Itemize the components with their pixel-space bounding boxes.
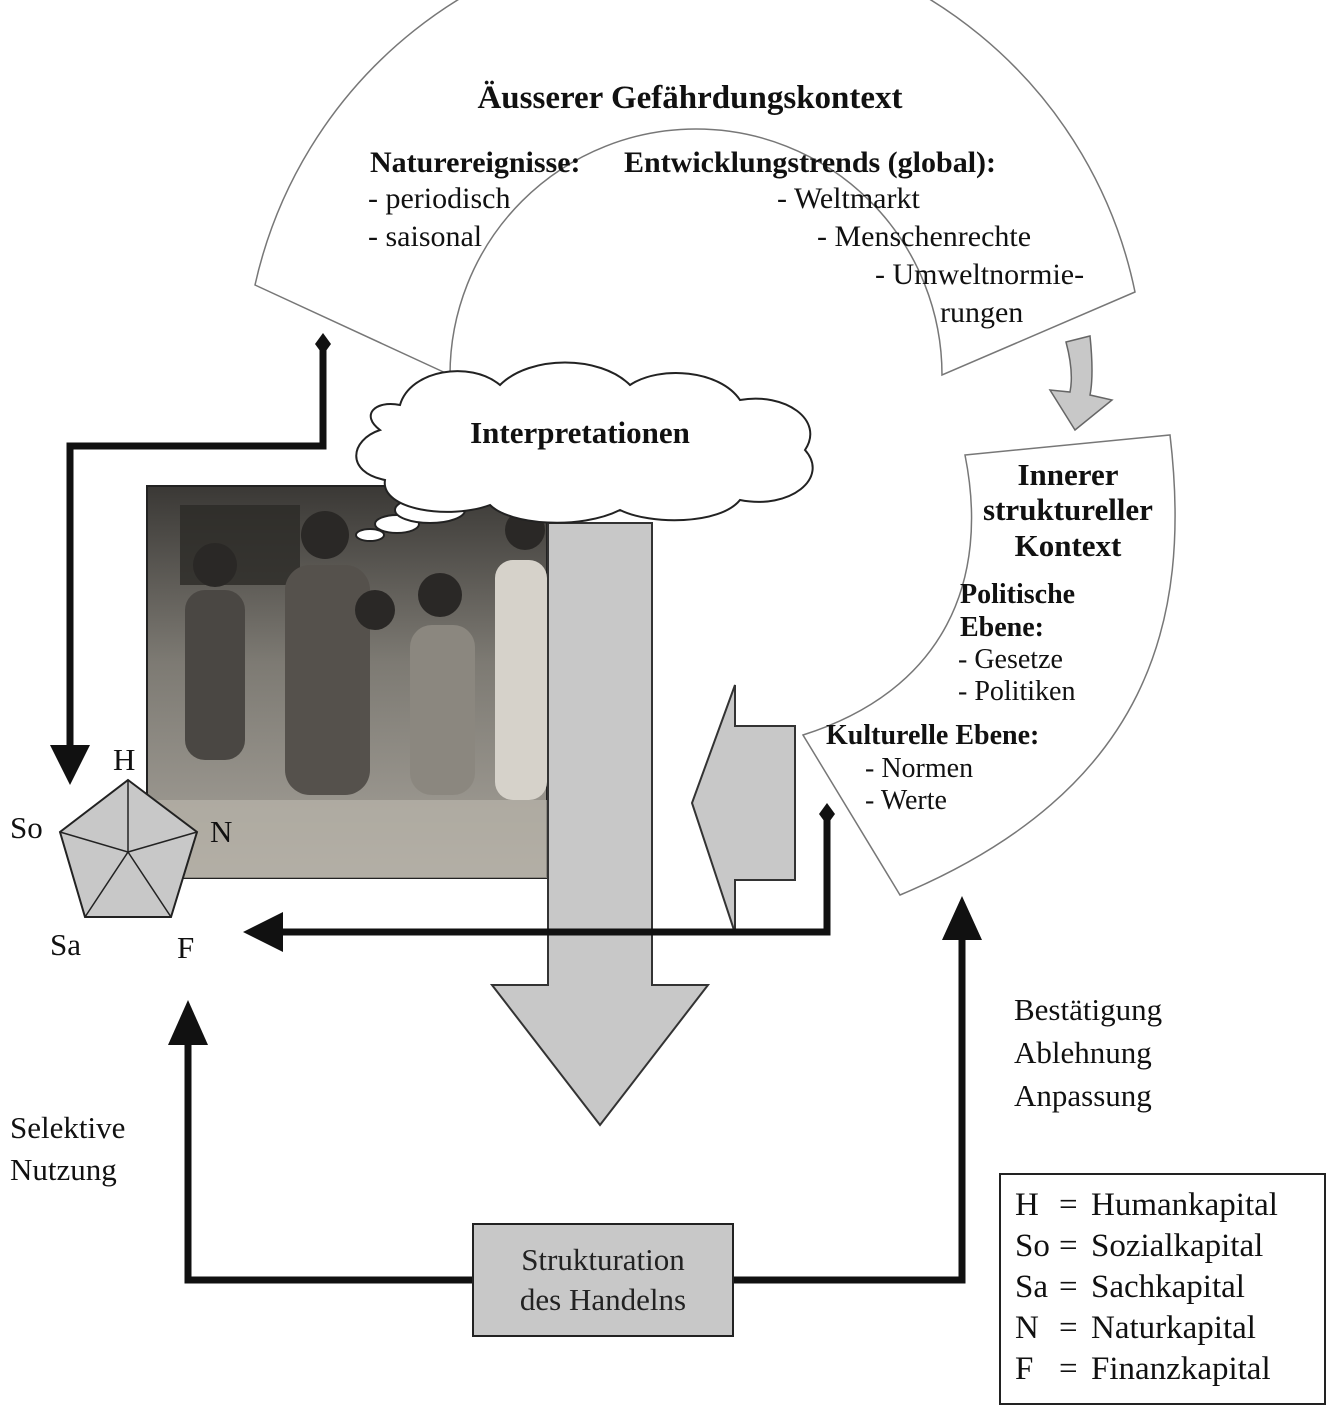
trend-item: - Menschenrechte xyxy=(817,220,1031,253)
structuration-line: Strukturation xyxy=(521,1242,685,1277)
feedback-right-arrow xyxy=(733,896,982,1284)
legend-name: Sachkapital xyxy=(1091,1269,1245,1305)
legend-eq: = xyxy=(1059,1228,1078,1264)
pentagon-label-f: F xyxy=(177,930,194,965)
left-arrow xyxy=(690,684,796,934)
legend-name: Humankapital xyxy=(1091,1187,1278,1223)
legend-row: H = Humankapital xyxy=(1015,1185,1324,1226)
structuration-line: des Handelns xyxy=(519,1282,687,1317)
interpretations-cloud xyxy=(355,361,814,542)
pentagon-label-h: H xyxy=(113,742,135,777)
selective-use-label: Selektive xyxy=(10,1110,125,1145)
political-heading: Politische xyxy=(960,579,1075,610)
assets-pentagon xyxy=(58,778,199,918)
selective-use-label: Nutzung xyxy=(10,1152,117,1187)
selective-use-arrow xyxy=(168,1000,473,1284)
legend-row: Sa = Sachkapital xyxy=(1015,1267,1324,1308)
trend-item: - Weltmarkt xyxy=(777,182,920,215)
pentagon-label-so: So xyxy=(10,810,43,845)
trend-item: rungen xyxy=(940,296,1023,329)
legend-abbr: H xyxy=(1015,1187,1039,1223)
legend-eq: = xyxy=(1059,1187,1078,1223)
interpretations-label: Interpretationen xyxy=(470,415,690,450)
outer-context-title: Äusserer Gefährdungskontext xyxy=(477,80,902,116)
structuration-box: Strukturation des Handelns xyxy=(472,1223,734,1337)
legend-row: So = Sozialkapital xyxy=(1015,1226,1324,1267)
legend: H = Humankapital So = Sozialkapital Sa =… xyxy=(999,1173,1326,1405)
natural-events-heading: Naturereignisse: xyxy=(370,146,581,179)
political-item: - Gesetze xyxy=(958,644,1063,675)
pentagon-label-sa: Sa xyxy=(50,927,81,962)
downward-arrow xyxy=(489,522,711,1127)
interpretation-feedback-arrow xyxy=(50,333,331,785)
feedback-label: Anpassung xyxy=(1014,1078,1152,1113)
legend-eq: = xyxy=(1059,1310,1078,1346)
legend-abbr: So xyxy=(1015,1228,1050,1264)
legend-name: Naturkapital xyxy=(1091,1310,1256,1346)
political-heading: Ebene: xyxy=(960,612,1044,643)
family-photo xyxy=(146,485,548,879)
outer-context-arc xyxy=(254,0,1136,377)
legend-row: N = Naturkapital xyxy=(1015,1308,1324,1349)
trends-heading: Entwicklungstrends (global): xyxy=(624,146,996,179)
inner-context-arc xyxy=(801,434,1176,896)
inner-context-title: Innerer xyxy=(1017,457,1118,492)
natural-event-item: - periodisch xyxy=(368,182,510,215)
legend-name: Finanzkapital xyxy=(1091,1351,1271,1387)
pentagon-label-n: N xyxy=(210,814,232,849)
political-item: - Politiken xyxy=(958,676,1075,707)
natural-event-item: - saisonal xyxy=(368,220,482,253)
curved-transition-arrow xyxy=(1048,335,1114,432)
inner-to-assets-arrow xyxy=(243,803,835,952)
cultural-item: - Werte xyxy=(865,785,947,816)
legend-row: F = Finanzkapital xyxy=(1015,1349,1324,1390)
cultural-item: - Normen xyxy=(865,753,973,784)
feedback-label: Bestätigung xyxy=(1014,992,1162,1027)
inner-context-title: Kontext xyxy=(1015,528,1122,563)
legend-eq: = xyxy=(1059,1351,1078,1387)
legend-name: Sozialkapital xyxy=(1091,1228,1264,1264)
legend-abbr: N xyxy=(1015,1310,1039,1346)
legend-abbr: Sa xyxy=(1015,1269,1048,1305)
legend-abbr: F xyxy=(1015,1351,1034,1387)
cultural-heading: Kulturelle Ebene: xyxy=(826,720,1039,751)
inner-context-title: struktureller xyxy=(983,492,1153,527)
feedback-label: Ablehnung xyxy=(1014,1035,1152,1070)
legend-eq: = xyxy=(1059,1269,1078,1305)
trend-item: - Umweltnormie- xyxy=(875,258,1084,291)
